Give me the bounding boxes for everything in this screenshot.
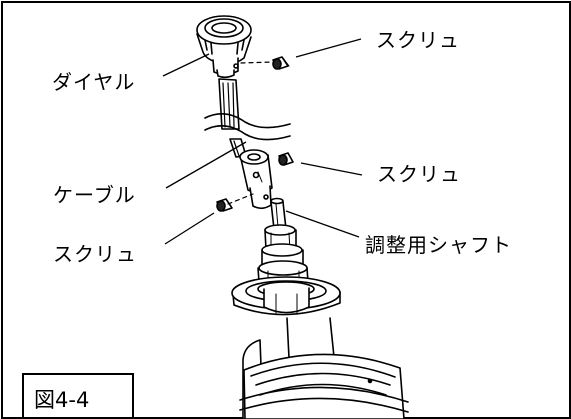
coupler-part: [239, 149, 273, 210]
screw-middle-part: [278, 152, 294, 166]
figure-number: 図4-4: [34, 388, 90, 412]
leader-lines: [162, 38, 363, 245]
label-dial: ダイヤル: [52, 70, 136, 94]
lower-body: [239, 317, 409, 419]
dial-part: [196, 15, 252, 79]
screw-bottom-part: [216, 198, 233, 212]
label-adjust-shaft: 調整用シャフト: [365, 233, 512, 257]
label-screw-top: スクリュ: [376, 28, 460, 52]
flange: [231, 276, 341, 316]
label-cable: ケーブル: [53, 183, 136, 207]
figure-number-box: [22, 373, 134, 417]
screw-top-part: [272, 56, 290, 70]
cable-part: [204, 78, 291, 158]
label-screw-middle: スクリュ: [377, 162, 461, 186]
label-screw-bottom: スクリュ: [53, 242, 137, 266]
